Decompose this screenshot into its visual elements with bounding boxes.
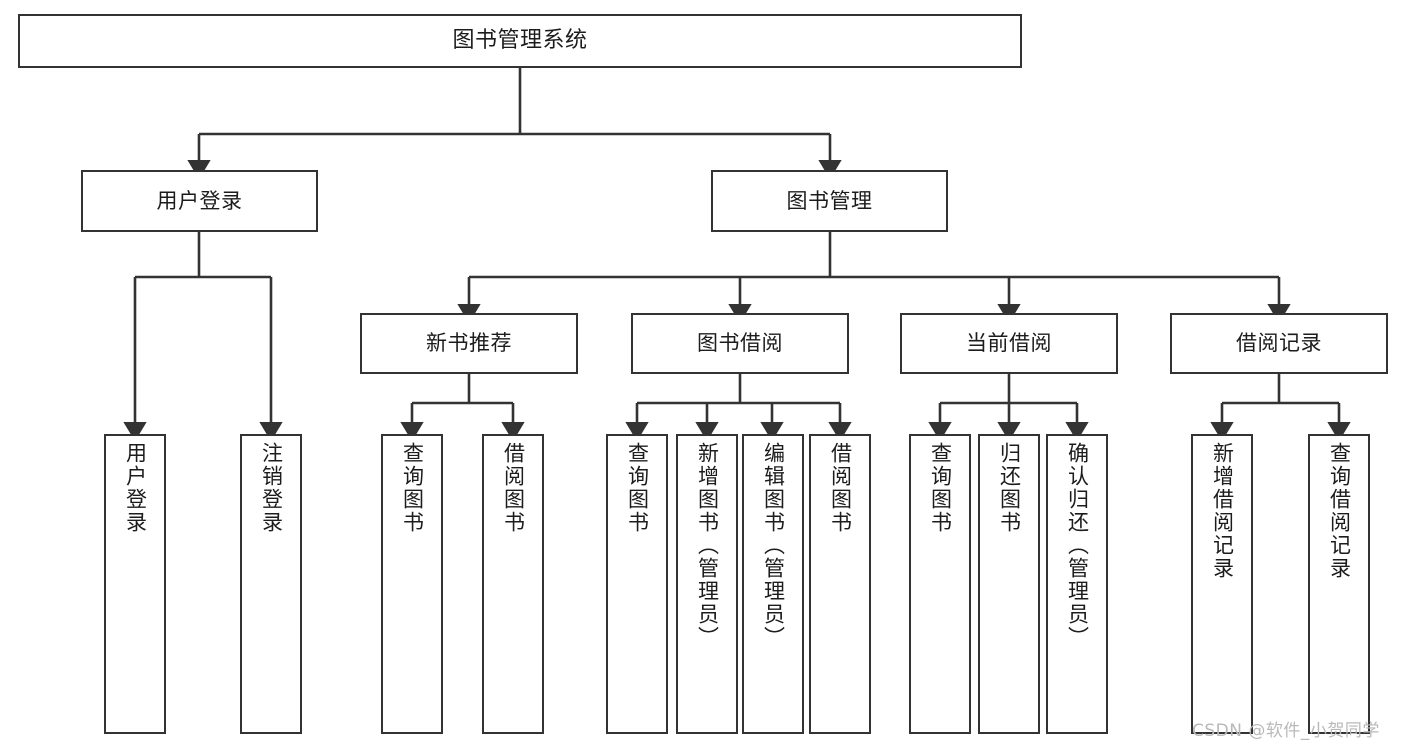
leaf-recommend-borrow-book[interactable]: 借阅图书 [482, 434, 544, 734]
node-label: 借阅图书 [501, 442, 526, 534]
node-label: 新增图书（管理员） [695, 442, 720, 649]
node-label: 图书管理系统 [452, 28, 588, 54]
node-label: 注销登录 [259, 442, 284, 534]
node-new-book-recommend[interactable]: 新书推荐 [360, 313, 578, 374]
node-label: 新增借阅记录 [1210, 442, 1235, 580]
node-label: 用户登录 [123, 442, 148, 534]
leaf-borrow-add-book-admin[interactable]: 新增图书（管理员） [676, 434, 738, 734]
node-book-borrow[interactable]: 图书借阅 [631, 313, 849, 374]
node-label: 查询借阅记录 [1327, 442, 1352, 580]
node-label: 借阅记录 [1236, 331, 1322, 356]
node-label: 归还图书 [997, 442, 1022, 534]
node-label: 用户登录 [156, 188, 243, 213]
leaf-borrow-edit-book-admin[interactable]: 编辑图书（管理员） [742, 434, 804, 734]
node-label: 新书推荐 [426, 331, 512, 356]
leaf-record-add-record[interactable]: 新增借阅记录 [1191, 434, 1253, 734]
node-user-login[interactable]: 用户登录 [81, 170, 318, 232]
leaf-current-query-book[interactable]: 查询图书 [909, 434, 971, 734]
node-label: 查询图书 [928, 442, 953, 534]
leaf-user-login-logout[interactable]: 注销登录 [240, 434, 302, 734]
leaf-recommend-query-book[interactable]: 查询图书 [381, 434, 443, 734]
leaf-current-confirm-return-admin[interactable]: 确认归还（管理员） [1046, 434, 1108, 734]
node-book-management[interactable]: 图书管理 [711, 170, 948, 232]
node-label: 查询图书 [625, 442, 650, 534]
node-label: 图书管理 [786, 188, 873, 213]
node-label: 图书借阅 [697, 331, 783, 356]
node-current-borrow[interactable]: 当前借阅 [900, 313, 1118, 374]
node-label: 借阅图书 [828, 442, 853, 534]
leaf-record-query-record[interactable]: 查询借阅记录 [1308, 434, 1370, 734]
node-label: 当前借阅 [966, 331, 1052, 356]
node-label: 确认归还（管理员） [1065, 442, 1090, 649]
leaf-user-login-login[interactable]: 用户登录 [104, 434, 166, 734]
node-root-system[interactable]: 图书管理系统 [18, 14, 1022, 68]
leaf-borrow-borrow-book[interactable]: 借阅图书 [809, 434, 871, 734]
csdn-watermark: CSDN @软件_小贺同学 [1192, 721, 1380, 741]
leaf-current-return-book[interactable]: 归还图书 [978, 434, 1040, 734]
node-label: 查询图书 [400, 442, 425, 534]
leaf-borrow-query-book[interactable]: 查询图书 [606, 434, 668, 734]
node-borrow-record[interactable]: 借阅记录 [1170, 313, 1388, 374]
node-label: 编辑图书（管理员） [761, 442, 786, 649]
